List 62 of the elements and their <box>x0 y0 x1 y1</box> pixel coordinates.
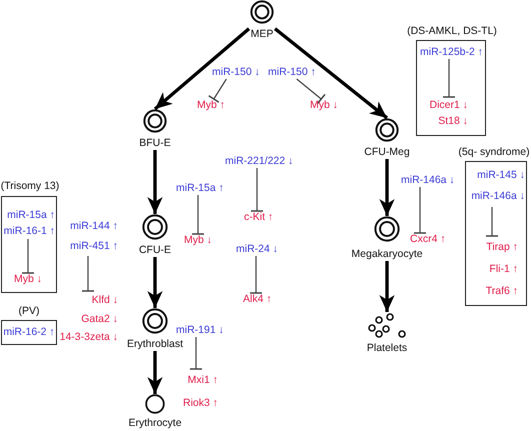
inhibition-line <box>413 187 427 234</box>
cell-label: CFU-Meg <box>364 146 410 159</box>
arrow <box>147 351 163 394</box>
mirna-label: miR-16-2 ↑ <box>3 326 55 339</box>
cell-label: Erythrocyte <box>128 417 182 430</box>
group-title: (Trisomy 13) <box>0 180 60 193</box>
gene-label: Myb ↑ <box>197 99 226 112</box>
gene-label: Traf6 ↑ <box>486 284 518 299</box>
cell-label: Erythroblast <box>126 338 184 351</box>
gene-label: c-Kit ↑ <box>244 211 274 224</box>
arrow <box>274 27 388 120</box>
arrow <box>147 150 163 214</box>
mirna-label: miR-16-1 ↑ <box>4 224 55 239</box>
mirna-label: miR-191 ↓ <box>176 324 224 337</box>
gene-label: St18 ↓ <box>438 114 468 129</box>
mirna-label: miR-24 ↓ <box>236 243 278 256</box>
mirna-label: miR-221/222 ↓ <box>225 155 294 168</box>
mirna-label: miR-150 ↓ <box>212 66 260 79</box>
mirna-label: miR-150 ↑ <box>268 66 316 79</box>
gene-label: Fli-1 ↑ <box>489 262 518 277</box>
mirna-label: miR-15a ↑ <box>176 182 224 195</box>
inhibition-line <box>250 168 264 212</box>
gene-label: 14-3-3zeta ↓ <box>60 330 118 345</box>
mirna-label: miR-144 ↑ <box>70 219 118 234</box>
mirna-label: miR-125b-2 ↑ <box>420 46 484 59</box>
mirna-label: miR-146a ↓ <box>401 174 455 187</box>
mirna-label: miR-15a ↑ <box>7 208 55 223</box>
gene-label: Dicer1 ↓ <box>429 98 468 113</box>
mirna-label: miR-146a ↓ <box>471 189 525 204</box>
mirna-label: miR-451 ↑ <box>70 239 118 254</box>
cell-label: Megakaryocyte <box>351 248 423 261</box>
inhibition-line <box>191 195 205 235</box>
group-title: (5q- syndrome) <box>458 146 530 159</box>
arrow <box>154 27 250 110</box>
gene-label: Myb ↓ <box>14 273 42 286</box>
gene-label: Klfd ↓ <box>92 293 118 308</box>
gene-label: Mxi1 ↑ <box>188 373 218 388</box>
inhibition-line <box>208 78 227 103</box>
group-title: (PV) <box>18 305 40 318</box>
gene-label: Cxcr4 ↑ <box>410 233 446 246</box>
group-title: (DS-AMKL, DS-TL) <box>407 25 497 38</box>
gene-label: Myb ↓ <box>310 99 338 112</box>
mirna-label: miR-145 ↓ <box>477 168 525 183</box>
inhibition-line <box>249 256 263 294</box>
gene-label: Riok3 ↑ <box>182 396 218 411</box>
gene-label: Alk4 ↑ <box>243 293 272 306</box>
inhibition-line <box>296 78 326 104</box>
inhibition-line <box>81 256 95 292</box>
gene-label: Gata2 ↓ <box>81 312 118 326</box>
arrow <box>147 257 163 308</box>
cell-label: CFU-E <box>138 244 172 257</box>
gene-label: Myb ↓ <box>184 234 212 247</box>
inhibition-line <box>189 337 203 370</box>
gene-label: Tirap ↑ <box>486 240 518 255</box>
inhibition-line <box>21 239 35 274</box>
arrow <box>379 159 395 216</box>
inhibition-line <box>485 207 499 237</box>
arrow <box>379 261 395 312</box>
cell-label: MEP <box>250 28 274 41</box>
cell-label: BFU-E <box>139 137 171 150</box>
cell-label: Platelets <box>366 342 408 355</box>
inhibition-line <box>442 59 456 98</box>
